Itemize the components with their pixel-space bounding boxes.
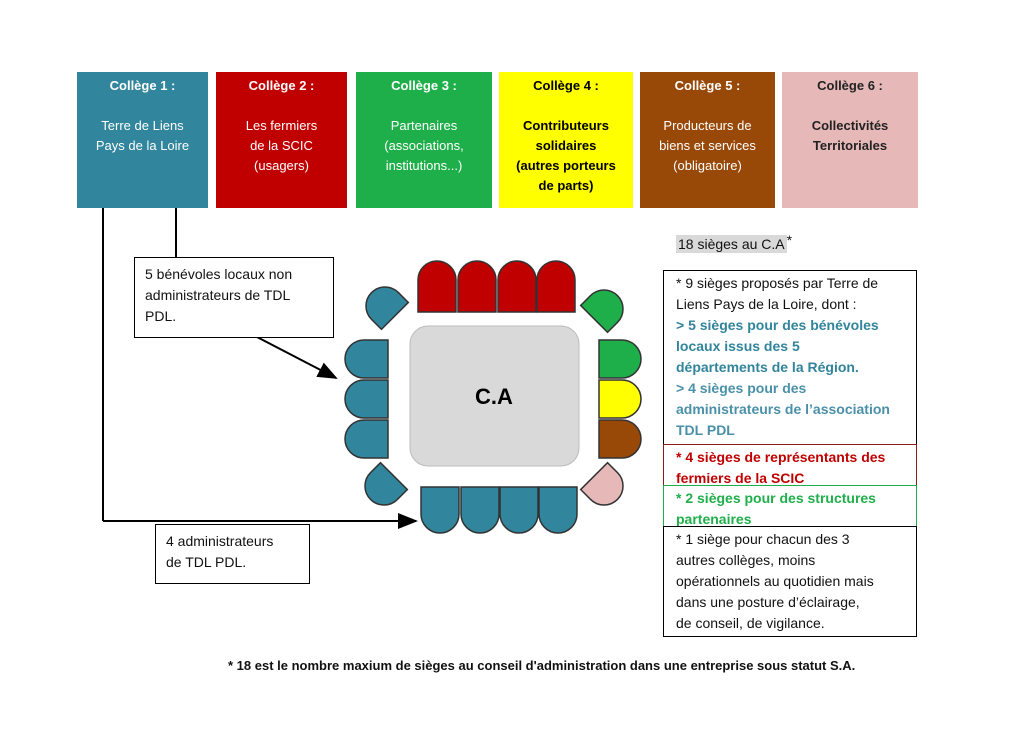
college-3-box: Collège 3 : Partenaires (associations, i…: [356, 72, 492, 208]
seat-college-2: [497, 260, 537, 313]
college-1-title: Collège 1 :: [109, 78, 176, 93]
info-panel-autres: * 1 siège pour chacun des 3 autres collè…: [663, 526, 917, 637]
college-6-line: Territoriales: [812, 138, 888, 153]
administrateurs-box: 4 administrateurs de TDL PDL.: [155, 524, 310, 584]
benevoles-line: administrateurs de TDL: [145, 287, 291, 303]
seat-college-1: [420, 486, 460, 534]
college-4-box: Collège 4 : Contributeurs solidaires (au…: [499, 72, 633, 208]
seat-college-3: [598, 339, 642, 379]
college-5-line: Producteurs de: [663, 118, 752, 133]
college-5-line: (obligatoire): [673, 158, 742, 173]
college-3-line: institutions...): [385, 158, 463, 173]
seat-college-1: [499, 486, 539, 534]
board-table: [409, 325, 580, 467]
info-line: * 4 sièges de représentants des: [676, 449, 886, 465]
connector-arrow: [256, 336, 338, 379]
college-2-line: de la SCIC: [250, 138, 313, 153]
college-1-line: Pays de la Loire: [95, 138, 190, 153]
college-3-line: Partenaires: [390, 118, 458, 133]
info-line: autres collèges, moins: [676, 552, 816, 568]
info-line: administrateurs de l’association: [676, 401, 890, 417]
college-5-line: biens et services: [659, 138, 756, 153]
benevoles-line: PDL.: [145, 308, 177, 324]
info-panel-tdl: * 9 sièges proposés par Terre de Liens P…: [663, 270, 917, 445]
info-panel-fermiers: * 4 sièges de représentants des fermiers…: [663, 444, 917, 486]
info-line: locaux issus des 5: [676, 338, 800, 354]
college-4-line: solidaires: [535, 138, 597, 153]
college-4-line: Contributeurs: [523, 118, 609, 133]
seat-college-1: [365, 286, 410, 331]
info-line: départements de la Région.: [676, 359, 859, 375]
table-label: C.A: [475, 384, 513, 409]
info-line: partenaires: [676, 511, 752, 527]
seat-college-2: [457, 260, 497, 313]
info-line: opérationnels au quotidien mais: [676, 573, 874, 589]
seat-college-1: [344, 379, 389, 419]
college-1-line: Terre de Liens: [101, 118, 184, 133]
info-line: * 1 siège pour chacun des 3: [676, 531, 850, 547]
college-4-title: Collège 4 :: [533, 78, 599, 93]
seats-count-label: 18 sièges au C.A*: [676, 232, 793, 253]
college-4-line: de parts): [538, 178, 594, 193]
footnote: * 18 est le nombre maxium de sièges au c…: [228, 658, 856, 673]
seat-college-1: [344, 419, 389, 459]
college-6-box: Collège 6 : Collectivités Territoriales: [782, 72, 918, 208]
benevoles-line: 5 bénévoles locaux non: [145, 266, 293, 282]
seat-college-1: [460, 486, 500, 534]
college-5-title: Collège 5 :: [674, 78, 741, 93]
info-line: fermiers de la SCIC: [676, 470, 805, 486]
college-5-box: Collège 5 : Producteurs de biens et serv…: [640, 72, 775, 208]
info-line: de conseil, de vigilance.: [676, 615, 825, 631]
seat-college-1: [538, 486, 578, 534]
seat-college-2: [536, 260, 576, 313]
info-line: > 5 sièges pour des bénévoles: [676, 317, 879, 333]
info-line: > 4 sièges pour des: [676, 380, 807, 396]
seat-college-1: [344, 339, 389, 379]
seat-college-3: [579, 289, 624, 334]
seats-count-text: 18 sièges au C.A: [676, 235, 787, 253]
college-2-line: Les fermiers: [245, 118, 318, 133]
college-2-title: Collège 2 :: [248, 78, 315, 93]
info-line: * 9 sièges proposés par Terre de: [676, 275, 879, 291]
info-line: TDL PDL: [676, 422, 735, 438]
seat-college-4: [598, 379, 642, 419]
college-6-title: Collège 6 :: [817, 78, 883, 93]
seat-college-1: [364, 461, 409, 506]
info-line: Liens Pays de la Loire, dont :: [676, 296, 857, 312]
info-panel-partenaires: * 2 sièges pour des structures partenair…: [663, 485, 917, 527]
info-line: * 2 sièges pour des structures: [676, 490, 876, 506]
seat-college-5: [598, 419, 642, 459]
seat-college-6: [579, 461, 624, 506]
administrateurs-line: 4 administrateurs: [166, 533, 274, 549]
administrateurs-line: de TDL PDL.: [166, 554, 247, 570]
benevoles-box: 5 bénévoles locaux non administrateurs d…: [134, 257, 334, 338]
college-1-box: Collège 1 : Terre de Liens Pays de la Lo…: [77, 72, 208, 208]
college-2-box: Collège 2 : Les fermiers de la SCIC (usa…: [216, 72, 347, 208]
college-6-line: Collectivités: [811, 118, 889, 133]
college-2-line: (usagers): [254, 158, 309, 173]
seat-college-2: [417, 260, 457, 313]
seats-count-mark: *: [786, 232, 793, 248]
info-line: dans une posture d’éclairage,: [676, 594, 860, 610]
college-4-line: (autres porteurs: [516, 158, 616, 173]
college-3-title: Collège 3 :: [391, 78, 457, 93]
college-3-line: (associations,: [384, 138, 464, 153]
